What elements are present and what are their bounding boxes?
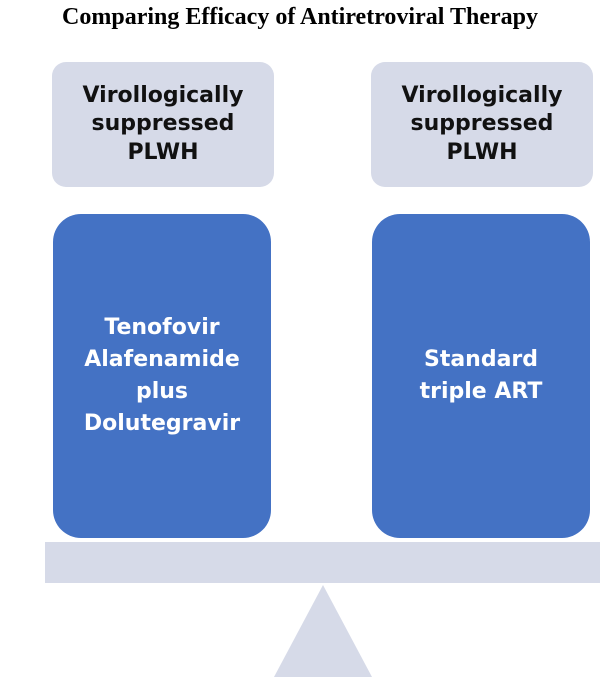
treatment-right-line-1: Standard: [423, 347, 539, 373]
population-right-line-3: PLWH: [446, 139, 518, 165]
treatment-box-right: Standard triple ART: [372, 214, 590, 538]
treatment-left-line-4: Dolutegravir: [83, 410, 241, 436]
population-right-line-1: Virollogically: [401, 82, 563, 108]
population-box-right: Virollogically suppressed PLWH: [371, 62, 593, 187]
balance-beam: [45, 542, 600, 583]
balance-fulcrum: [274, 585, 372, 677]
population-box-left: Virollogically suppressed PLWH: [52, 62, 274, 187]
treatment-left-line-1: Tenofovir: [104, 315, 220, 341]
population-right-line-2: suppressed: [410, 111, 554, 137]
treatment-right-line-2: triple ART: [419, 379, 543, 404]
diagram-title: Comparing Efficacy of Antiretroviral The…: [62, 4, 538, 30]
treatment-box-left: Tenofovir Alafenamide plus Dolutegravir: [53, 214, 271, 538]
population-left-line-2: suppressed: [91, 111, 235, 137]
treatment-left-line-3: plus: [135, 379, 189, 404]
treatment-left-line-2: Alafenamide: [84, 347, 240, 373]
population-left-line-3: PLWH: [127, 139, 199, 165]
population-left-line-1: Virollogically: [82, 82, 244, 108]
